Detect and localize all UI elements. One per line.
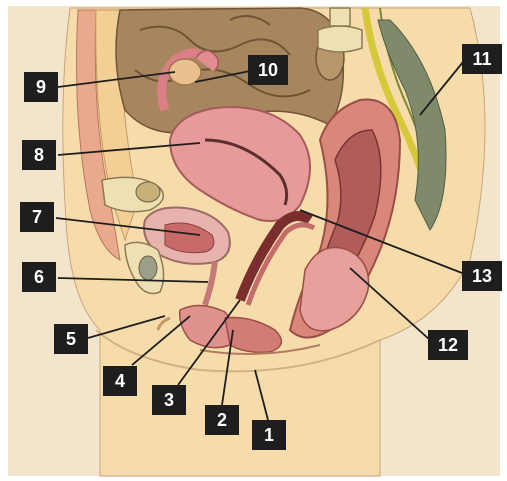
label-8: 8 [22,140,56,170]
label-4: 4 [103,366,137,396]
label-5: 5 [54,324,88,354]
label-9: 9 [24,72,58,102]
label-10: 10 [248,55,288,85]
label-11: 11 [462,44,502,74]
label-6: 6 [22,262,56,292]
label-7: 7 [20,202,54,232]
label-3: 3 [152,385,186,415]
label-2: 2 [205,405,239,435]
label-13: 13 [462,261,502,291]
label-1: 1 [252,420,286,450]
label-12: 12 [428,330,468,360]
